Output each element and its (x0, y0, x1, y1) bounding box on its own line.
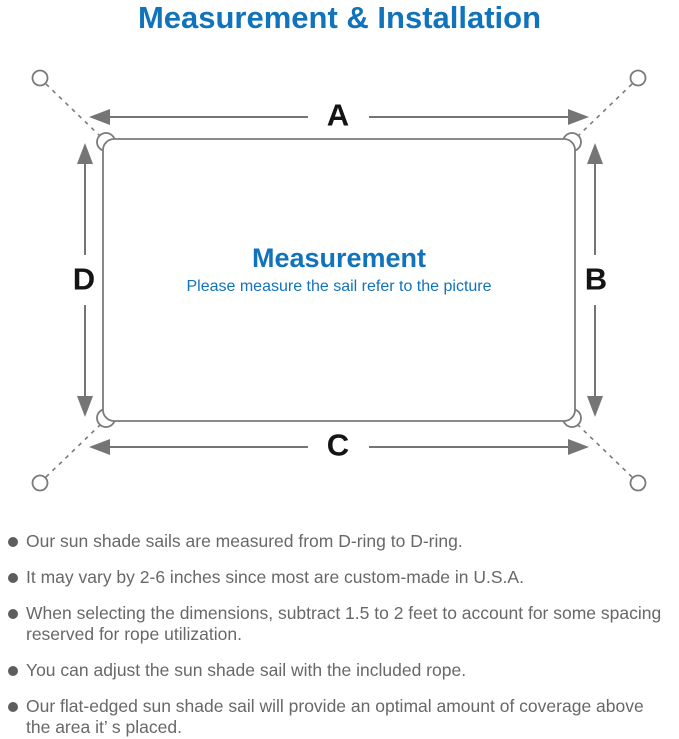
note-text: Our sun shade sails are measured from D-… (26, 531, 463, 551)
arrowhead-top-left (89, 109, 110, 125)
rope-dashed-bottom-right (577, 424, 633, 478)
note-text: It may vary by 2-6 inches since most are… (26, 567, 524, 587)
anchor-ring-bottom-right (629, 474, 647, 492)
dimension-label-a: A (326, 97, 350, 133)
rope-dashed-top-right (577, 83, 633, 137)
arrowhead-top-right (568, 109, 589, 125)
page-title: Measurement & Installation (137, 0, 542, 35)
arrowhead-left-down (77, 396, 93, 417)
note-text: You can adjust the sun shade sail with t… (26, 660, 467, 680)
note-text: When selecting the dimensions, subtract … (26, 603, 662, 644)
diagram-center-title: Measurement (251, 243, 427, 273)
list-item: When selecting the dimensions, subtract … (8, 603, 672, 645)
list-item: Our flat-edged sun shade sail will provi… (8, 696, 672, 738)
arrowhead-right-down (587, 396, 603, 417)
list-item: Our sun shade sails are measured from D-… (8, 531, 672, 552)
diagram-center-subtitle: Please measure the sail refer to the pic… (186, 278, 492, 295)
bullet-dot-icon (8, 537, 18, 547)
list-item: It may vary by 2-6 inches since most are… (8, 567, 672, 588)
anchor-ring-top-right (629, 69, 647, 87)
list-item: You can adjust the sun shade sail with t… (8, 660, 672, 681)
bullet-dot-icon (8, 702, 18, 712)
bullet-dot-icon (8, 573, 18, 583)
rope-dashed-top-left (45, 83, 101, 137)
arrowhead-right-up (587, 143, 603, 164)
rope-dashed-bottom-left (45, 424, 101, 478)
dimension-label-d: D (72, 261, 96, 297)
anchor-ring-top-left (31, 69, 49, 87)
arrowhead-bottom-right (568, 439, 589, 455)
sail-measurement-diagram: A B C D Measurement Please measure the s… (0, 55, 679, 510)
arrowhead-bottom-left (89, 439, 110, 455)
note-text: Our flat-edged sun shade sail will provi… (26, 696, 644, 737)
bullet-dot-icon (8, 666, 18, 676)
anchor-ring-bottom-left (31, 474, 49, 492)
bullet-dot-icon (8, 609, 18, 619)
sail-rectangle (102, 138, 576, 422)
dimension-label-b: B (584, 261, 608, 297)
arrowhead-left-up (77, 143, 93, 164)
sail-diagram-canvas (31, 69, 647, 492)
notes-list: Our sun shade sails are measured from D-… (8, 531, 672, 739)
dimension-label-c: C (326, 427, 350, 463)
